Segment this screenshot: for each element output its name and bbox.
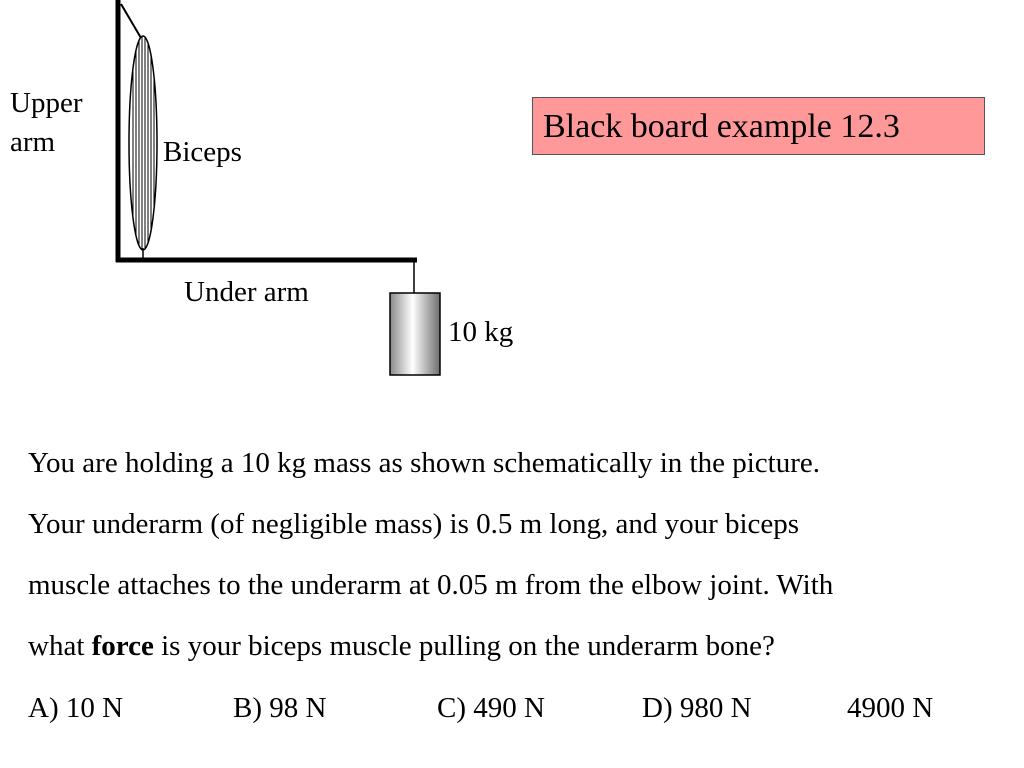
slide-title: Black board example 12.3: [532, 97, 985, 155]
question-line: muscle attaches to the underarm at 0.05 …: [28, 569, 834, 601]
biceps-muscle: [128, 35, 158, 251]
question-line: what force is your biceps muscle pulling…: [28, 616, 1008, 677]
answer-choices: A) 10 N B) 98 N C) 490 N D) 980 N 4900 N: [28, 678, 1008, 739]
question-line: Your underarm (of negligible mass) is 0.…: [28, 508, 800, 540]
answer-c: C) 490 N: [437, 692, 545, 724]
question-emphasis: force: [91, 630, 154, 662]
question-line: You are holding a 10 kg mass as shown sc…: [28, 447, 820, 479]
upper-arm-label: Upper arm: [10, 87, 83, 159]
answer-a: A) 10 N: [28, 692, 124, 724]
mass-label: 10 kg: [448, 316, 514, 348]
question-text-segment: is your biceps muscle pulling on the und…: [153, 630, 775, 662]
question-text-segment: what: [28, 630, 92, 662]
biceps-label: Biceps: [163, 136, 242, 168]
answer-d: D) 980 N: [642, 692, 752, 724]
arm-diagram: [115, 0, 441, 376]
upper-tendon: [120, 3, 142, 39]
answer-e: 4900 N: [847, 692, 934, 724]
answer-b: B) 98 N: [233, 692, 327, 724]
question-text: You are holding a 10 kg mass as shown sc…: [28, 433, 1008, 677]
weight-block: [389, 292, 441, 376]
under-arm-label: Under arm: [184, 276, 309, 308]
